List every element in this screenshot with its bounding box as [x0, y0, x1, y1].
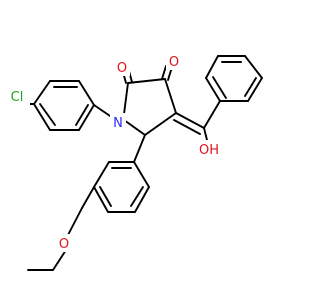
bond-line: [164, 78, 177, 114]
bond-line: [203, 100, 221, 129]
bond-line: [244, 77, 257, 97]
bond-line: [134, 186, 150, 213]
bond-line: [78, 104, 95, 131]
bond-line: [203, 127, 208, 141]
molecule-structure: Cl N O O OH O: [5, 52, 263, 271]
oxygen-atom-label: O: [169, 55, 179, 70]
bond-line: [144, 112, 177, 136]
nitrogen-atom-label: N: [113, 116, 123, 131]
bond-line: [123, 82, 129, 115]
methoxy-oxygen-label: O: [59, 237, 69, 252]
bond-line: [75, 104, 89, 126]
bond-line: [33, 103, 51, 131]
bond-line: [127, 78, 166, 84]
bond-line: [39, 103, 56, 126]
bond-line: [173, 119, 201, 135]
bond-line: [205, 77, 221, 102]
bond-line: [52, 249, 67, 271]
bond-line: [244, 55, 263, 79]
bond-line: [175, 112, 205, 129]
bond-line: [93, 104, 114, 119]
bond-lines: [16, 55, 263, 271]
oxygen-atom-label: O: [117, 61, 127, 76]
bond-line: [78, 80, 95, 106]
bond-line: [133, 161, 150, 188]
chlorine-atom-label: Cl: [11, 90, 24, 105]
hydroxyl-label: OH: [199, 143, 219, 158]
bond-line: [81, 186, 95, 209]
bond-line: [205, 55, 219, 79]
bond-line: [93, 161, 110, 188]
bond-line: [67, 207, 83, 236]
bond-line: [93, 186, 109, 213]
bond-line: [130, 186, 144, 207]
bond-line: [161, 65, 167, 80]
bond-line: [247, 77, 263, 102]
bond-line: [212, 76, 227, 99]
atom-labels: Cl N O O OH O: [5, 52, 222, 252]
bond-line: [133, 134, 146, 163]
bond-line: [99, 186, 112, 207]
bond-line: [33, 80, 51, 105]
bond-line: [123, 119, 146, 136]
